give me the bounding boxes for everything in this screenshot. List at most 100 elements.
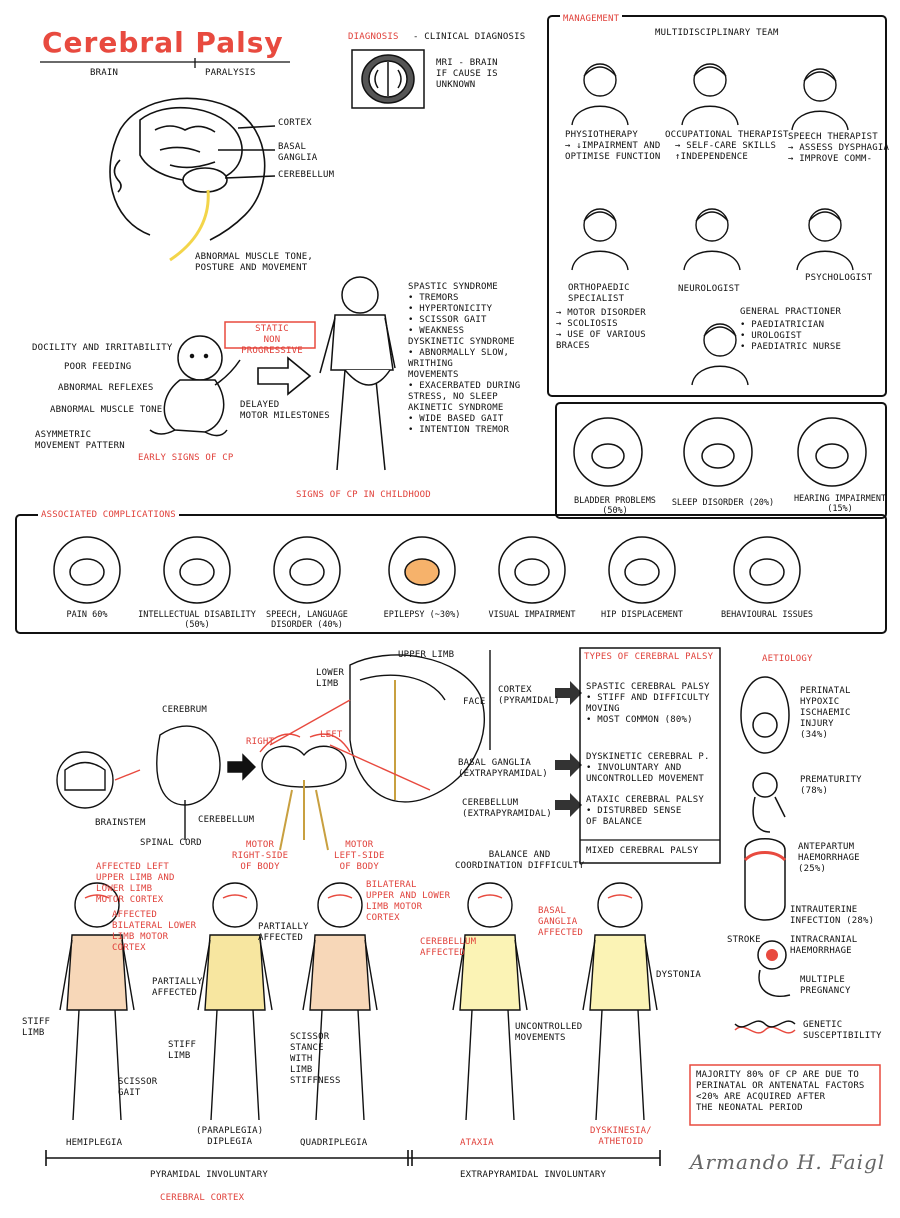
label-spinal-cord: Spinal cord bbox=[140, 838, 202, 848]
static-nonprogressive-box bbox=[224, 321, 316, 349]
associated-circle-icon bbox=[273, 536, 341, 604]
note-balance: Balance and coordination difficulty bbox=[455, 850, 585, 871]
type-spastic: Spastic cerebral palsy • Stiff and diffi… bbox=[586, 682, 710, 725]
complication-circle-icon bbox=[573, 417, 643, 487]
management-box bbox=[547, 15, 887, 397]
aetiology-5: Stroke bbox=[727, 935, 761, 945]
management-team: Multidisciplinary team bbox=[655, 28, 779, 38]
staff-portrait-icon bbox=[571, 63, 629, 126]
label-basal-ganglia-2: Basal ganglia (extrapyramidal) bbox=[458, 758, 548, 779]
body-figure-icon bbox=[452, 882, 528, 1121]
early-sign-5: Asymmetric movement pattern bbox=[35, 430, 125, 451]
label-cerebrum: Cerebrum bbox=[162, 705, 207, 715]
label-cerebellum: Cerebellum bbox=[278, 170, 335, 180]
label-basal-ganglia: Basal Ganglia bbox=[278, 142, 318, 163]
label-cerebellum-extrapyramidal: Cerebellum (extrapyramidal) bbox=[462, 798, 552, 819]
note-hemiplegia: Affected left upper limb and lower limb … bbox=[96, 862, 175, 905]
caption-ataxia: Ataxia bbox=[460, 1138, 494, 1148]
complication-circle-icon bbox=[683, 417, 753, 487]
static-label: Static non progressive bbox=[241, 324, 303, 356]
neuro-anatomy-diagram bbox=[56, 650, 491, 851]
staff-portrait-icon bbox=[796, 208, 854, 271]
label-left: Left bbox=[320, 730, 343, 740]
associated-complications-box bbox=[15, 514, 887, 634]
aetiology-6: Intracranial haemorrhage bbox=[790, 935, 858, 956]
caption-dyskinesia: Dyskinesia/ athetoid bbox=[590, 1126, 652, 1147]
body-figure-icon bbox=[582, 882, 658, 1121]
staff-portrait-icon bbox=[571, 208, 629, 271]
aetiology-heading: Aetiology bbox=[762, 654, 813, 664]
role-ortho-desc: → Motor disorder → Scoliosis → Use of va… bbox=[556, 308, 646, 351]
type-arrows bbox=[555, 681, 582, 817]
role-gp-desc: • Paediatrician • Urologist • Paediatric… bbox=[740, 320, 842, 352]
body-figure-icon bbox=[197, 882, 273, 1121]
role-ortho-name: Orthopaedic specialist bbox=[568, 283, 630, 304]
label-cortex: Cortex bbox=[278, 118, 312, 128]
bladder-label: Bladder problems (50%) bbox=[574, 496, 656, 516]
associated-label: Pain 60% bbox=[66, 610, 108, 620]
footer-timeline bbox=[45, 1150, 661, 1166]
artist-signature: Armando H. Faigl bbox=[690, 1150, 886, 1174]
role-psych-name: Psychologist bbox=[805, 273, 873, 283]
role-physio-name: Physiotherapy bbox=[565, 130, 639, 140]
childhood-signs-list: Spastic syndrome • Tremors • Hypertonici… bbox=[408, 282, 521, 435]
note-partially-1: Partially affected bbox=[258, 922, 309, 943]
title-divider bbox=[40, 58, 290, 68]
associated-label: Visual impairment bbox=[488, 610, 576, 620]
aetiology-note-box bbox=[689, 1064, 881, 1126]
staff-portrait-icon bbox=[681, 63, 739, 126]
note-cerebellum-affected: Cerebellum affected bbox=[420, 937, 477, 958]
type-mixed: Mixed cerebral palsy bbox=[586, 846, 699, 856]
associated-circle-icon bbox=[53, 536, 121, 604]
associated-label: Hip displacement bbox=[601, 610, 683, 620]
footer-extrapyramidal: Extrapyramidal involuntary bbox=[460, 1170, 607, 1180]
title-part-paralysis: Paralysis bbox=[205, 68, 256, 78]
associated-circle-icon bbox=[733, 536, 801, 604]
footer-pyramidal: Pyramidal involuntary bbox=[150, 1170, 268, 1180]
title-part-brain: Brain bbox=[90, 68, 119, 78]
associated-complication-icons bbox=[53, 536, 801, 604]
note-uncontrolled: Uncontrolled movements bbox=[515, 1022, 583, 1043]
early-sign-2: Poor feeding bbox=[64, 362, 132, 372]
early-sign-3: Abnormal reflexes bbox=[58, 383, 154, 393]
delayed-milestones: Delayed motor milestones bbox=[240, 400, 330, 421]
label-upper-limb: Upper limb bbox=[398, 650, 455, 660]
childhood-signs-heading: Signs of CP in childhood bbox=[296, 490, 431, 500]
types-box bbox=[579, 647, 721, 864]
label-cortex-pyramidal: Cortex (pyramidal) bbox=[498, 685, 560, 706]
mri-text: MRI - Brain if cause is unknown bbox=[436, 58, 498, 90]
label-motor-left: Motor left-side of body bbox=[334, 840, 385, 872]
complication-circle-icon bbox=[797, 417, 867, 487]
associated-heading: Associated complications bbox=[38, 510, 179, 521]
associated-circle-icon bbox=[388, 536, 456, 604]
caption-hemiplegia: Hemiplegia bbox=[66, 1138, 123, 1148]
types-heading: Types of cerebral palsy bbox=[584, 652, 714, 662]
role-speech-desc: → Assess dysphagia → Improve comm- bbox=[788, 143, 890, 164]
role-gp-name: General practioner bbox=[740, 307, 842, 317]
note-diplegia: Affected bilateral lower limb motor cort… bbox=[112, 910, 197, 953]
page-title: Cerebral Palsy bbox=[42, 26, 284, 59]
staff-portrait-icon bbox=[691, 323, 749, 386]
type-dyskinetic: Dyskinetic cerebral p. • Involuntary and… bbox=[586, 752, 710, 784]
aetiology-1: Perinatal hypoxic ischaemic injury (34%) bbox=[800, 686, 851, 740]
footer-cortex: Cerebral cortex bbox=[160, 1193, 245, 1203]
associated-circle-icon bbox=[498, 536, 566, 604]
baby-head-brain-icon bbox=[109, 97, 276, 262]
brain-caption: Abnormal muscle tone, posture and moveme… bbox=[195, 252, 313, 273]
management-heading: Management bbox=[560, 14, 623, 25]
mri-brain-icon bbox=[351, 49, 425, 109]
diagnosis-subtitle: - Clinical diagnosis bbox=[413, 32, 526, 42]
early-signs-heading: Early signs of CP bbox=[138, 453, 234, 463]
note-scissor-stance: Scissor stance with limb stiffness bbox=[290, 1032, 341, 1086]
note-partially-2: Partially affected bbox=[152, 977, 203, 998]
note-dystonia: Dystonia bbox=[656, 970, 701, 980]
label-cerebellum-2: Cerebellum bbox=[198, 815, 255, 825]
associated-label: Intellectual disability (50%) bbox=[138, 610, 256, 630]
role-ot-name: Occupational therapist bbox=[665, 130, 789, 140]
caption-quadriplegia: Quadriplegia bbox=[300, 1138, 368, 1148]
aetiology-icons bbox=[734, 676, 796, 1034]
role-ot-desc: → Self-care skills ↑independence bbox=[675, 141, 777, 162]
associated-circle-icon bbox=[608, 536, 676, 604]
aetiology-3: Antepartum haemorrhage (25%) bbox=[798, 842, 860, 874]
